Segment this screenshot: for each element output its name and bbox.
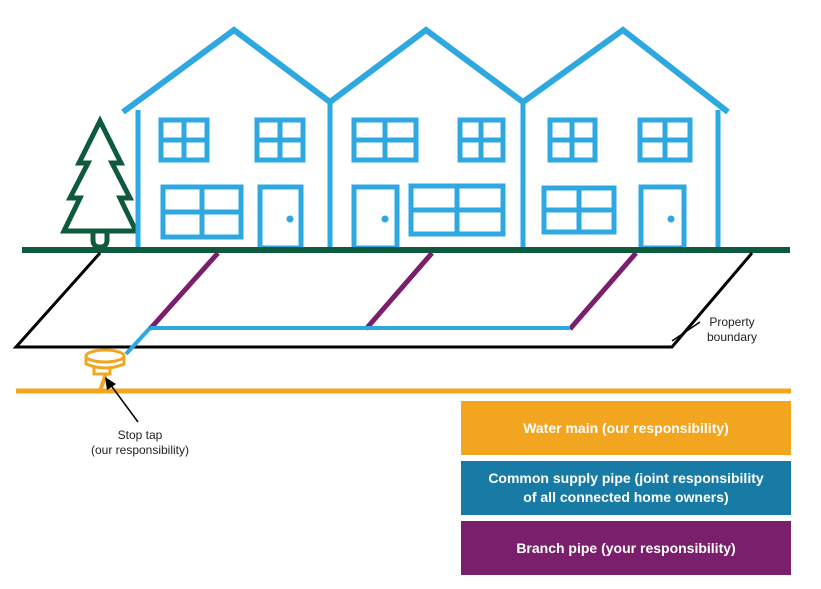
legend-water-main-text: Water main (our responsibility) (523, 419, 729, 436)
house-3 (541, 117, 693, 251)
stop-tap-connector (98, 373, 108, 392)
tree-icon (60, 115, 140, 250)
legend-water-main: Water main (our responsibility) (461, 401, 791, 455)
property-boundary-line1: Property (709, 315, 755, 329)
legend-branch-pipe-text: Branch pipe (your responsibility) (516, 539, 736, 556)
legend-common-supply-line1: Common supply pipe (joint responsibility (488, 470, 764, 486)
property-boundary (12, 252, 754, 349)
boundary-pointer (671, 321, 701, 342)
property-boundary-line2: boundary (706, 330, 758, 344)
stop-tap-icon (84, 348, 126, 376)
stop-tap-label: Stop tap (our responsibility) (70, 428, 210, 458)
house-1 (158, 117, 306, 251)
stop-tap-line2: (our responsibility) (90, 443, 190, 457)
legend-common-supply: Common supply pipe (joint responsibility… (461, 461, 791, 515)
branch-pipes (148, 251, 638, 331)
property-boundary-label: Property boundary (692, 315, 772, 345)
house-2 (351, 117, 506, 251)
stop-tap-arrow (105, 377, 139, 423)
stop-tap-line1: Stop tap (117, 428, 163, 442)
houses (121, 26, 730, 251)
common-supply-pipe (124, 326, 570, 356)
legend-branch-pipe: Branch pipe (your responsibility) (461, 521, 791, 575)
legend-common-supply-line2: of all connected home owners) (523, 489, 729, 505)
